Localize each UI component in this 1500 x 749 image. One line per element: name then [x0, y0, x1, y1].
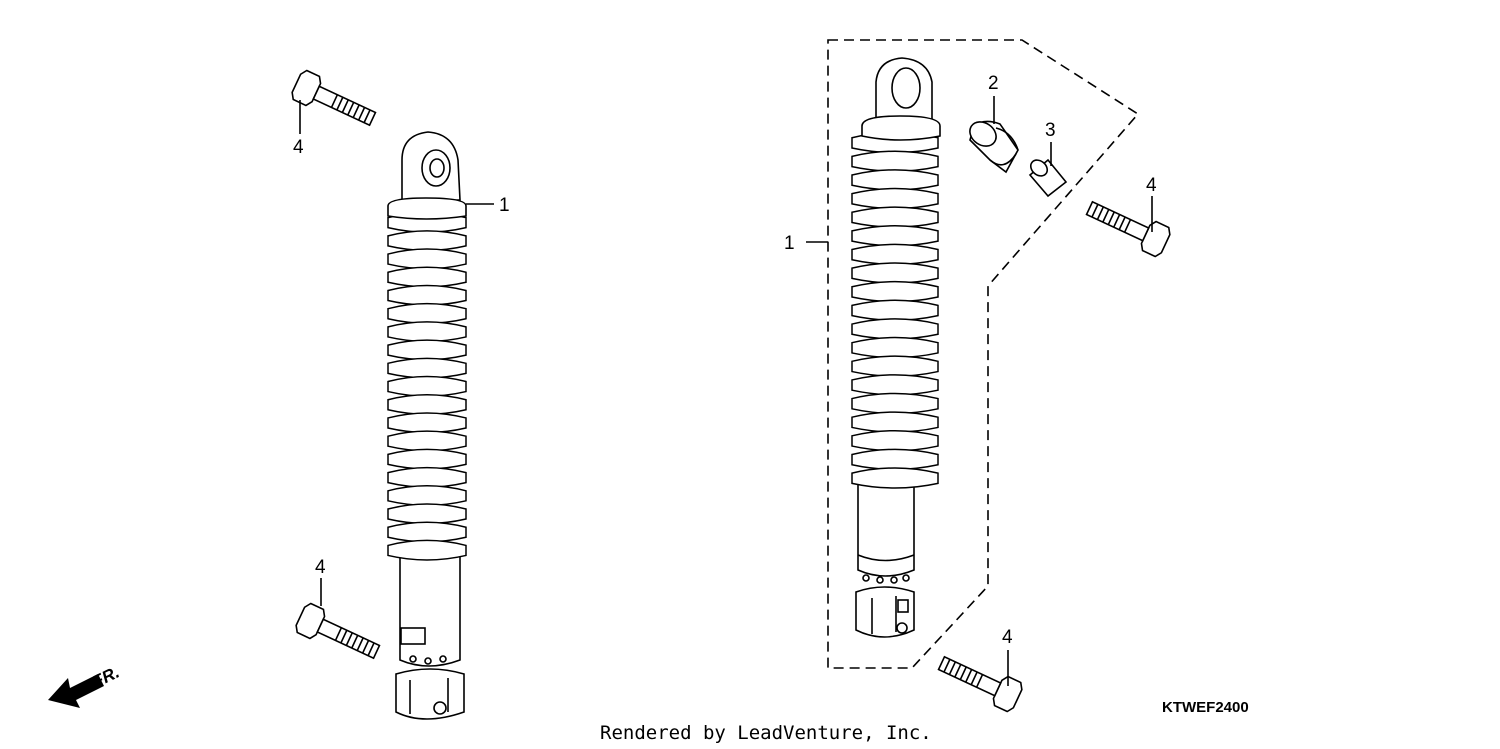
spring-turn — [851, 411, 939, 433]
spring-turn — [387, 503, 467, 525]
callout-1-right: 1 — [784, 233, 795, 254]
spring-turn — [387, 466, 467, 488]
spring-turn — [387, 321, 467, 343]
spring-turn — [387, 430, 467, 452]
spring-turn — [851, 355, 939, 377]
spring-turn — [387, 339, 467, 361]
spring-turn — [851, 169, 939, 191]
left-shock-absorber[interactable] — [387, 131, 467, 720]
spring-turn — [851, 336, 939, 359]
spring-turn — [387, 394, 467, 416]
spring-turn — [387, 485, 467, 507]
left-shock-label-plate — [400, 627, 426, 645]
spring-turn — [387, 230, 467, 252]
spring-turn — [387, 521, 467, 543]
spring-turn — [387, 448, 467, 470]
spring-turn — [387, 248, 467, 270]
spring-turn — [387, 357, 467, 379]
leader-lines — [299, 96, 1153, 686]
spring-turn — [851, 429, 939, 452]
render-credit: Rendered by LeadVenture, Inc. — [600, 722, 932, 744]
spring-turn — [851, 243, 939, 266]
collar[interactable] — [1028, 157, 1068, 198]
spring-turn — [851, 280, 939, 303]
spring-turn — [387, 284, 467, 306]
bushing[interactable] — [965, 117, 1019, 174]
spring-turn — [851, 150, 939, 173]
spring-turn — [387, 302, 467, 324]
spring-turn — [387, 375, 467, 397]
callout-1-left: 1 — [499, 195, 510, 216]
diagram-code: KTWEF2400 — [1162, 699, 1249, 716]
spring-turn — [387, 266, 467, 288]
spring-turn — [851, 318, 939, 340]
callout-4-top-left: 4 — [293, 137, 304, 158]
spring-turn — [851, 299, 939, 322]
spring-turn — [851, 206, 939, 228]
spring-turn — [851, 392, 939, 415]
callout-3: 3 — [1045, 120, 1056, 141]
front-direction-arrow: FR. — [48, 663, 122, 708]
spring-turn — [387, 412, 467, 434]
spring-turn — [387, 539, 467, 561]
callout-4-bottom-left: 4 — [315, 557, 326, 578]
left-spring-coil — [387, 211, 467, 561]
spring-turn — [851, 374, 939, 396]
bolt-top-left[interactable] — [290, 69, 380, 134]
assembly-boundary — [827, 39, 1140, 669]
right-shock-absorber[interactable] — [851, 57, 941, 638]
spring-turn — [851, 262, 939, 284]
spring-turn — [851, 187, 939, 210]
callout-4-right-upper: 4 — [1146, 175, 1157, 196]
spring-turn — [851, 467, 939, 489]
callout-4-right-lower: 4 — [1002, 627, 1013, 648]
bolt-right-lower[interactable] — [935, 649, 1025, 714]
callout-2: 2 — [988, 73, 999, 94]
right-spring-coil — [851, 131, 939, 489]
bolt-bottom-left[interactable] — [294, 602, 384, 667]
spring-turn — [851, 448, 939, 471]
bolt-right-upper[interactable] — [1083, 194, 1173, 259]
spring-turn — [851, 225, 939, 247]
